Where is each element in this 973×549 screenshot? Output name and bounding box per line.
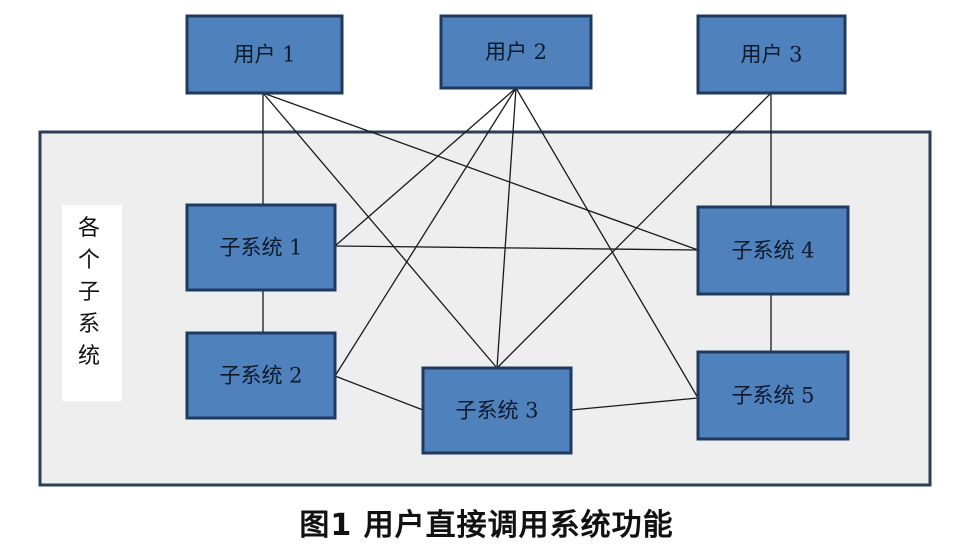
- user-box: [439, 14, 593, 90]
- subsystem-label: 子系统 3: [455, 399, 538, 423]
- user-box: [696, 14, 847, 95]
- subsystem-label: 子系统 1: [219, 236, 302, 260]
- subsystem-box: [185, 203, 337, 292]
- subsystem-box: [696, 205, 850, 296]
- nodes-group: 用户 1 用户 2 用户 3 子系统 1 子系统 2 子系统 3 子系统 4 子系统 5: [185, 14, 850, 455]
- subsystem-box: [185, 331, 337, 420]
- subsystem-node-s3: 子系统 3: [421, 366, 573, 455]
- edge-u2-s1: [334, 87, 517, 247]
- subsystem-node-s5: 子系统 5: [696, 350, 850, 441]
- subsystem-box: [696, 350, 850, 441]
- subsystem-box: [421, 366, 573, 455]
- user-label: 用户 2: [485, 40, 547, 64]
- subsystem-node-s4: 子系统 4: [696, 205, 850, 296]
- side-label-box: [62, 205, 122, 401]
- diagram-canvas: 用户 1 用户 2 用户 3 子系统 1 子系统 2 子系统 3 子系统 4 子系统 5 各个…: [38, 14, 932, 487]
- edge-u2-s5: [515, 87, 699, 399]
- user-node-u2: 用户 2: [439, 14, 593, 90]
- edge-u2-s3: [496, 87, 517, 369]
- side-label-char: 统: [78, 344, 100, 369]
- user-box: [185, 14, 344, 95]
- subsystem-label: 子系统 5: [731, 384, 814, 408]
- figure-caption: 图1 用户直接调用系统功能: [299, 508, 674, 543]
- edge-u1-s3: [262, 92, 498, 369]
- subsystem-node-s2: 子系统 2: [185, 331, 337, 420]
- side-label-char: 各: [78, 216, 100, 241]
- subsystem-label: 子系统 2: [219, 364, 302, 388]
- edge-u2-s2: [334, 87, 517, 377]
- edges-group: [262, 87, 772, 411]
- user-node-u3: 用户 3: [696, 14, 847, 95]
- user-label: 用户 3: [740, 43, 802, 67]
- edge-s1-s4: [334, 245, 699, 251]
- edge-u3-s3: [496, 92, 772, 369]
- edge-s2-s3: [334, 375, 424, 411]
- edge-u1-s4: [262, 92, 699, 251]
- side-label-char: 个: [78, 248, 100, 273]
- edge-s3-s5: [570, 397, 699, 411]
- subsystem-node-s1: 子系统 1: [185, 203, 337, 292]
- user-node-u1: 用户 1: [185, 14, 344, 95]
- side-label-char: 系: [78, 312, 100, 337]
- subsystem-label: 子系统 4: [731, 239, 814, 263]
- user-label: 用户 1: [233, 43, 295, 67]
- side-label-char: 子: [78, 280, 100, 305]
